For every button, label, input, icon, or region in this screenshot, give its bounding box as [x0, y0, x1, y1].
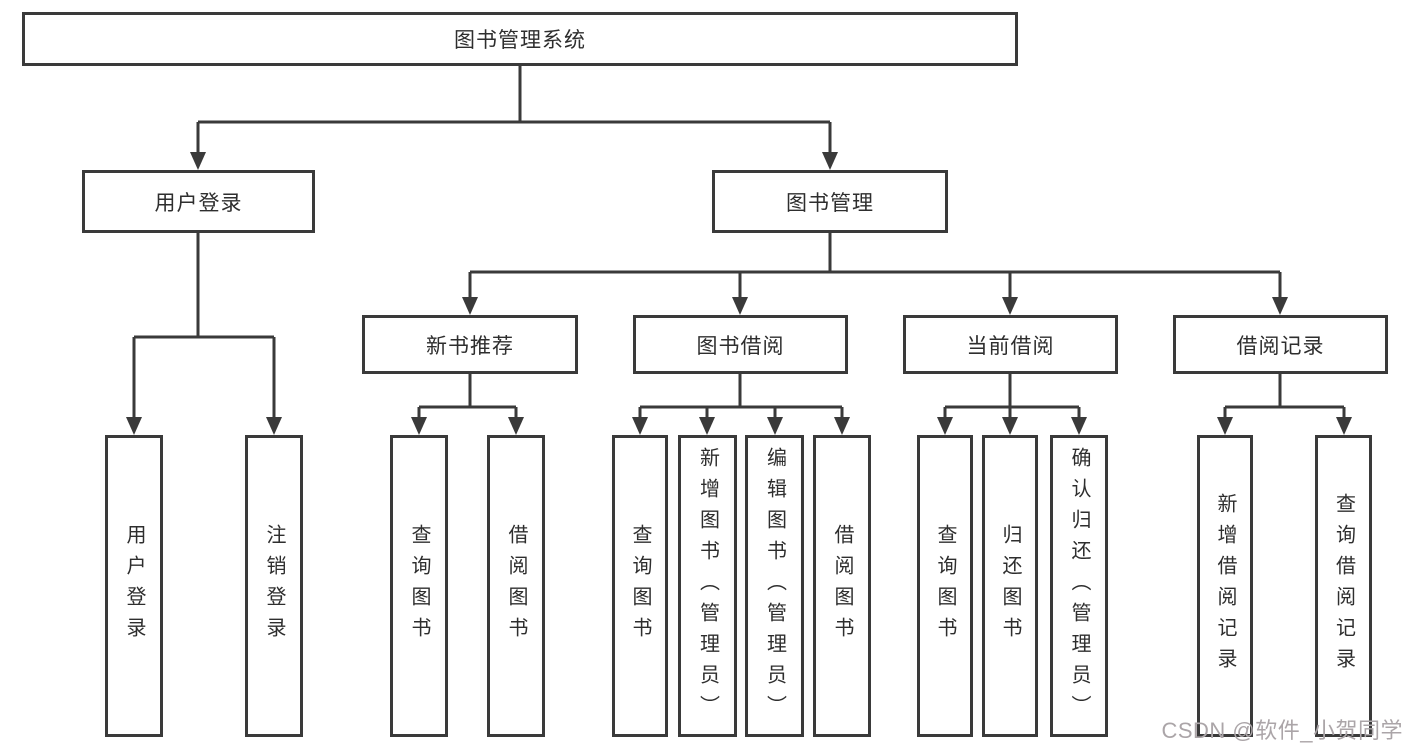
node-root-library-system: 图书管理系统 [22, 12, 1018, 66]
node-label: 确认归还（管理员） [1068, 446, 1090, 726]
leaf-query-borrow-record: 查询借阅记录 [1315, 435, 1372, 737]
node-label: 用户登录 [154, 191, 243, 215]
node-label: 新增图书（管理员） [696, 446, 719, 726]
leaf-query-books: 查询图书 [390, 435, 448, 737]
node-user-login: 用户登录 [82, 170, 315, 233]
node-book-management: 图书管理 [712, 170, 948, 233]
node-label: 新书推荐 [426, 334, 514, 358]
node-label: 用户登录 [123, 524, 145, 648]
node-label: 新增借阅记录 [1214, 493, 1236, 679]
leaf-add-borrow-record: 新增借阅记录 [1197, 435, 1253, 737]
node-label: 编辑图书（管理员） [763, 446, 786, 726]
leaf-add-books-admin: 新增图书（管理员） [678, 435, 737, 737]
node-label: 借阅图书 [831, 524, 853, 648]
node-new-book-recommend: 新书推荐 [362, 315, 578, 374]
node-label: 查询图书 [408, 524, 430, 648]
node-label: 查询图书 [629, 524, 651, 648]
node-label: 查询图书 [934, 524, 956, 648]
leaf-return-books: 归还图书 [982, 435, 1038, 737]
leaf-borrow-books: 借阅图书 [813, 435, 871, 737]
node-label: 图书管理 [786, 191, 874, 215]
node-label: 借阅记录 [1236, 334, 1325, 358]
node-label: 归还图书 [999, 524, 1021, 648]
leaf-edit-books-admin: 编辑图书（管理员） [745, 435, 804, 737]
node-label: 图书管理系统 [454, 29, 586, 52]
leaf-logout: 注销登录 [245, 435, 303, 737]
csdn-watermark: CSDN @软件_小贺同学 [1161, 718, 1403, 743]
node-label: 注销登录 [263, 524, 285, 648]
leaf-user-login: 用户登录 [105, 435, 163, 737]
node-book-borrowing: 图书借阅 [633, 315, 848, 374]
node-current-borrowing: 当前借阅 [903, 315, 1118, 374]
leaf-confirm-return-admin: 确认归还（管理员） [1050, 435, 1108, 737]
node-label: 借阅图书 [505, 524, 527, 648]
leaf-query-books: 查询图书 [612, 435, 668, 737]
node-borrowing-records: 借阅记录 [1173, 315, 1388, 374]
leaf-borrow-books: 借阅图书 [487, 435, 545, 737]
node-label: 图书借阅 [696, 334, 785, 358]
leaf-query-books: 查询图书 [917, 435, 973, 737]
node-label: 当前借阅 [966, 334, 1055, 358]
node-label: 查询借阅记录 [1332, 493, 1355, 679]
